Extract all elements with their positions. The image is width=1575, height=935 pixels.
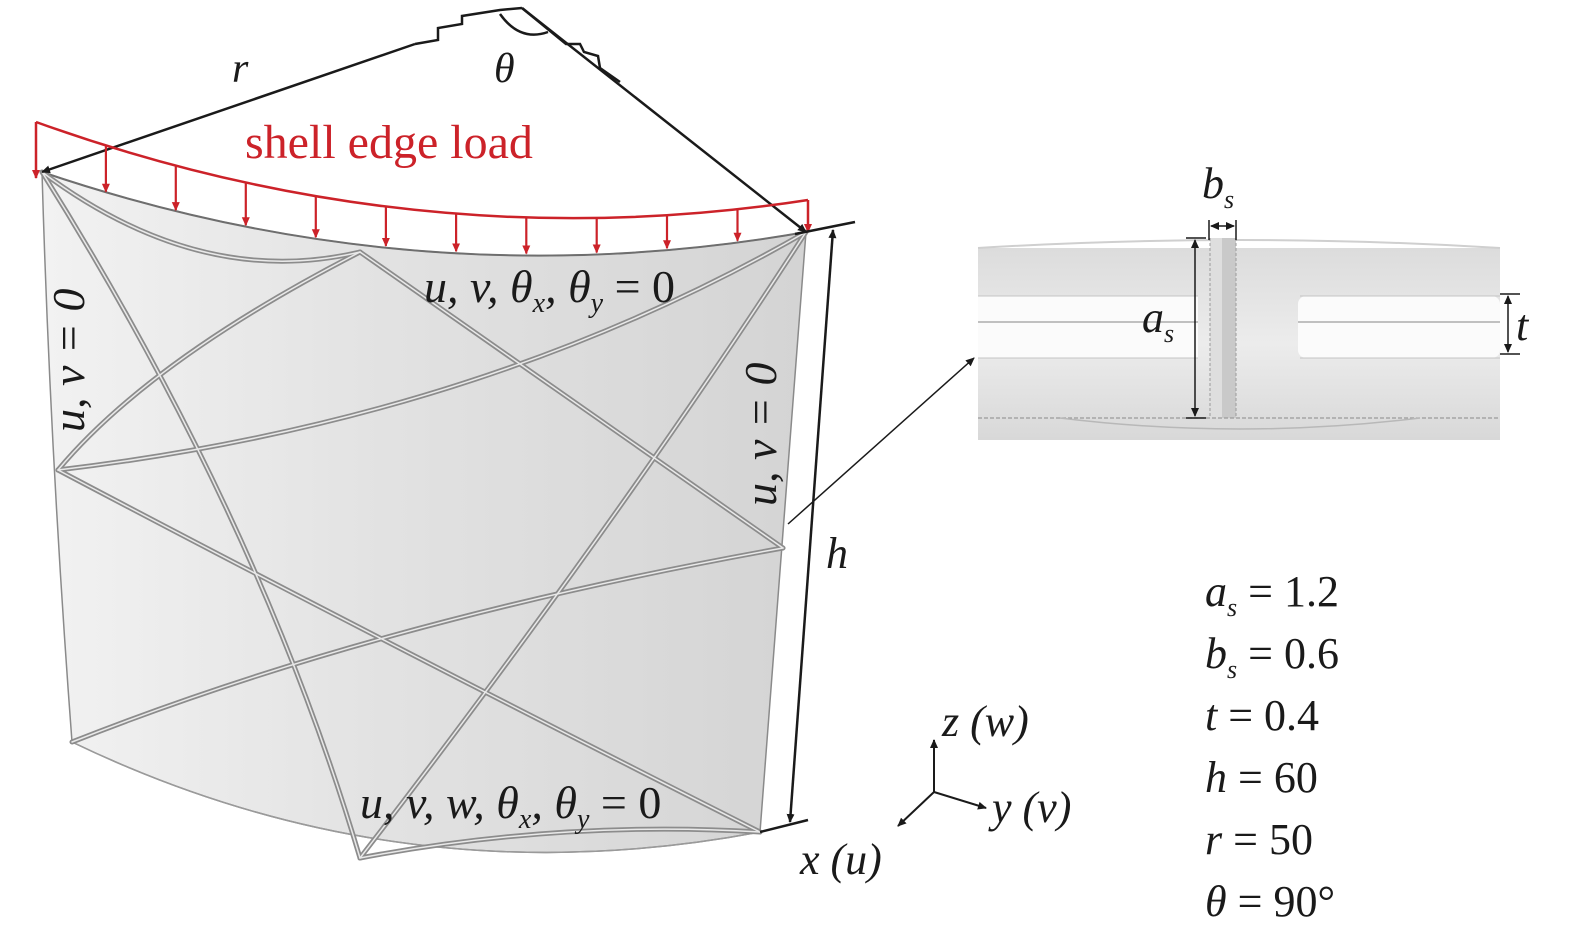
t-label: t [1516, 301, 1530, 350]
radius-lines [41, 6, 807, 233]
height-dimension [759, 220, 856, 834]
param-theta: θ = 90° [1205, 877, 1336, 926]
shell-bottom-edge [71, 741, 761, 854]
as-label: as [1142, 293, 1174, 348]
radius-line-left [41, 42, 416, 174]
load-envelope [35, 120, 809, 220]
height-arrow [786, 229, 837, 823]
angle-label: θ [494, 46, 515, 92]
axis-z-label: z (w) [941, 697, 1029, 746]
shell-top-edge [41, 171, 807, 257]
axis-y-label: y (v) [988, 783, 1071, 832]
axis-x [897, 791, 935, 827]
load-label: shell edge load [245, 116, 533, 169]
break-symbol-right [521, 7, 621, 84]
coordinate-axes [897, 739, 987, 827]
param-t: t = 0.4 [1205, 691, 1320, 740]
bc-right-label: u, v = 0 [735, 363, 786, 506]
bc-left-label: u, v = 0 [43, 289, 94, 432]
height-label: h [826, 529, 848, 578]
param-bs: bs = 0.6 [1205, 629, 1339, 684]
stiffener-detail [977, 238, 1501, 440]
axis-x-label: x (u) [799, 835, 882, 884]
radius-label: r [232, 46, 249, 92]
axis-y [933, 791, 987, 810]
angle-arc [498, 13, 549, 36]
detail-dimensions [1186, 220, 1520, 419]
bc-top-label: u, v, θx, θy = 0 [424, 261, 675, 319]
detail-shell-right [1298, 296, 1500, 358]
edge-load [32, 120, 812, 255]
param-as: as = 1.2 [1205, 567, 1339, 622]
param-r: r = 50 [1205, 815, 1313, 864]
detail-shell-left [978, 296, 1198, 358]
bs-label: bs [1202, 159, 1234, 214]
detail-leader-line [787, 357, 975, 525]
param-h: h = 60 [1205, 753, 1318, 802]
break-symbol-left [414, 6, 523, 46]
load-arrows [101, 145, 742, 255]
stiffener-grid [39, 169, 809, 861]
bc-bottom-label: u, v, w, θx, θy = 0 [360, 777, 661, 835]
radius-line-right [521, 7, 807, 233]
